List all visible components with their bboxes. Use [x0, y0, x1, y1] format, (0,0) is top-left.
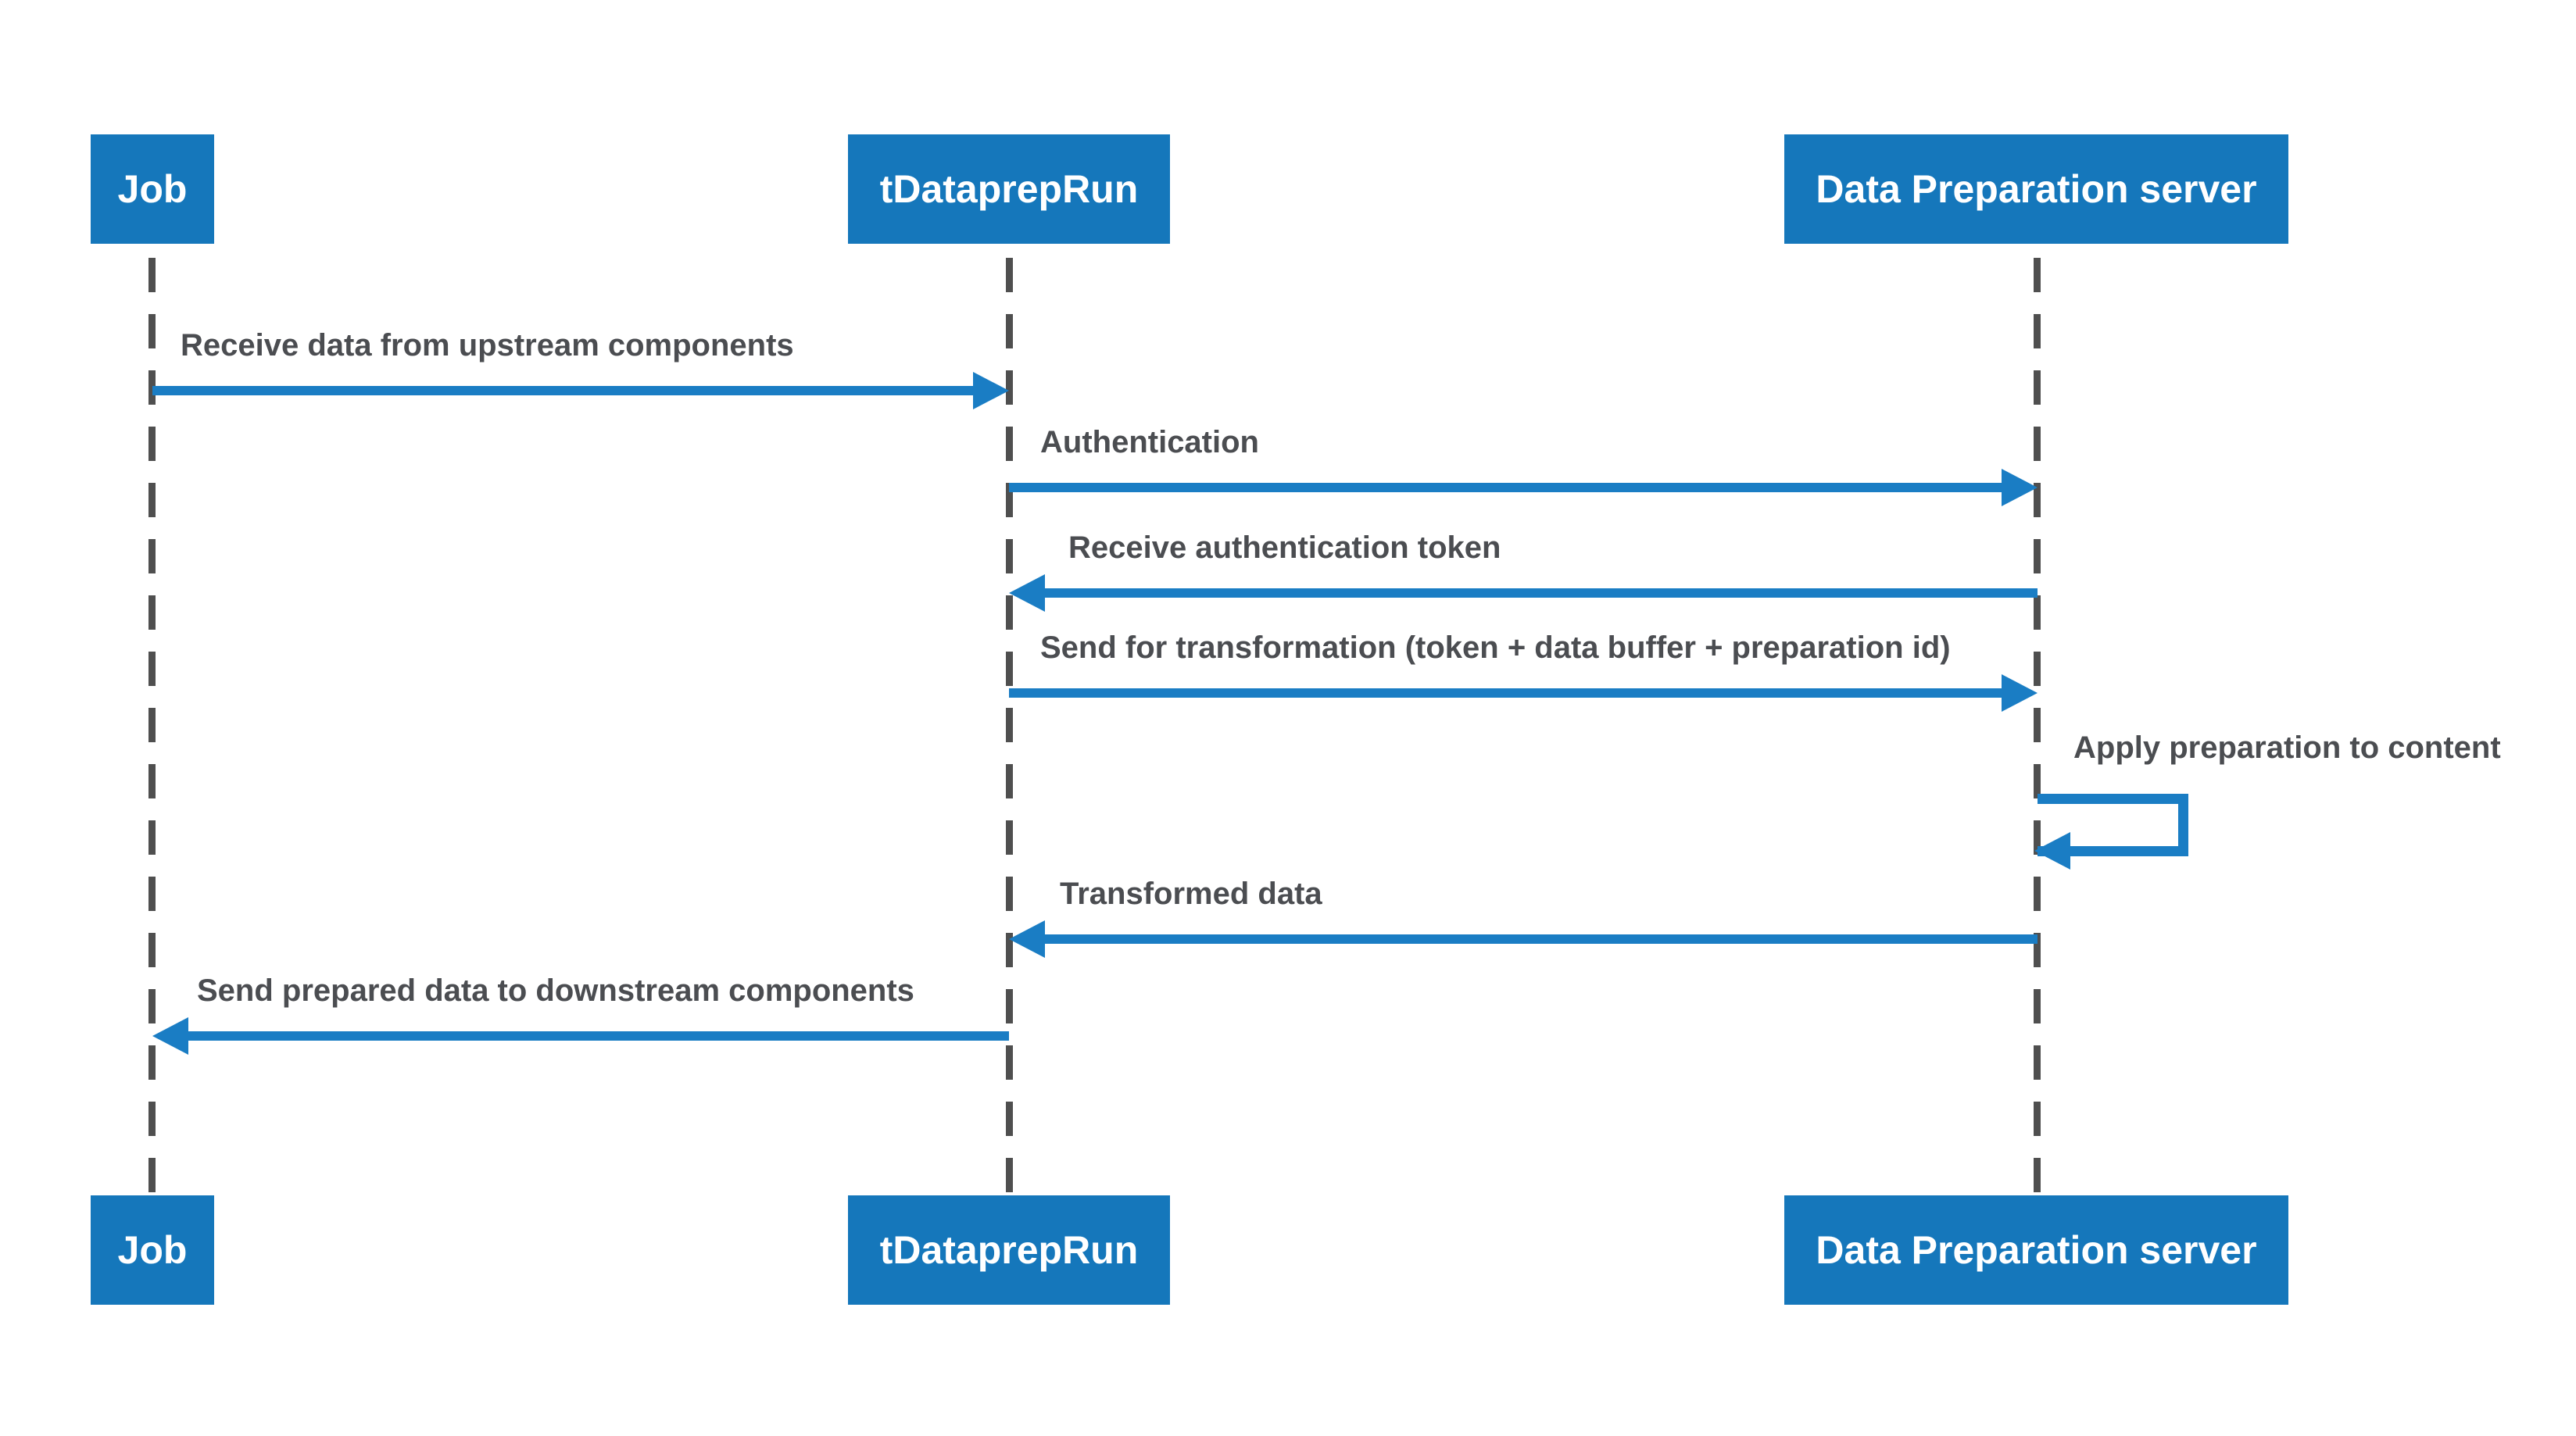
message-arrow-transformed-data [1045, 934, 2038, 944]
message-label-apply-preparation: Apply preparation to content [2073, 731, 2501, 765]
message-arrow-send-transformation [1009, 688, 2002, 698]
arrowhead-right-icon [973, 372, 1009, 409]
actor-label-job-top: Job [117, 167, 188, 211]
lifeline-tdatapreprun [1006, 258, 1013, 1195]
actor-label-tdatapreprun-top: tDataprepRun [879, 167, 1139, 211]
lifeline-dataprep-server [2034, 258, 2041, 1195]
arrowhead-left-icon [1009, 920, 1045, 958]
arrowhead-right-icon [2002, 674, 2038, 712]
message-label-authentication: Authentication [1040, 425, 1259, 459]
message-label-send-transformation: Send for transformation (token + data bu… [1040, 630, 1951, 665]
actor-box-job-top: Job [91, 134, 214, 244]
actor-box-dataprep-server-bottom: Data Preparation server [1784, 1195, 2288, 1305]
message-label-receive-data: Receive data from upstream components [181, 328, 794, 363]
arrowhead-left-icon [1009, 574, 1045, 612]
actor-box-tdatapreprun-bottom: tDataprepRun [848, 1195, 1170, 1305]
message-arrow-receive-data [152, 386, 973, 395]
actor-box-tdatapreprun-top: tDataprepRun [848, 134, 1170, 244]
arrowhead-left-icon [2034, 832, 2070, 870]
message-label-send-prepared-data: Send prepared data to downstream compone… [197, 973, 914, 1008]
message-label-transformed-data: Transformed data [1060, 877, 1322, 911]
actor-label-tdatapreprun-bottom: tDataprepRun [879, 1228, 1139, 1272]
actor-label-dataprep-server-bottom: Data Preparation server [1816, 1228, 2257, 1272]
arrowhead-right-icon [2002, 469, 2038, 506]
actor-box-job-bottom: Job [91, 1195, 214, 1305]
arrowhead-left-icon [152, 1017, 188, 1055]
self-loop-apply-preparation [2038, 794, 2188, 856]
actor-box-dataprep-server-top: Data Preparation server [1784, 134, 2288, 244]
message-arrow-send-prepared-data [188, 1031, 1009, 1041]
lifeline-job [148, 258, 156, 1195]
message-arrow-authentication [1009, 483, 2002, 492]
message-label-receive-token: Receive authentication token [1068, 530, 1501, 565]
actor-label-dataprep-server-top: Data Preparation server [1816, 167, 2257, 211]
message-arrow-receive-token [1045, 588, 2038, 598]
actor-label-job-bottom: Job [117, 1228, 188, 1272]
